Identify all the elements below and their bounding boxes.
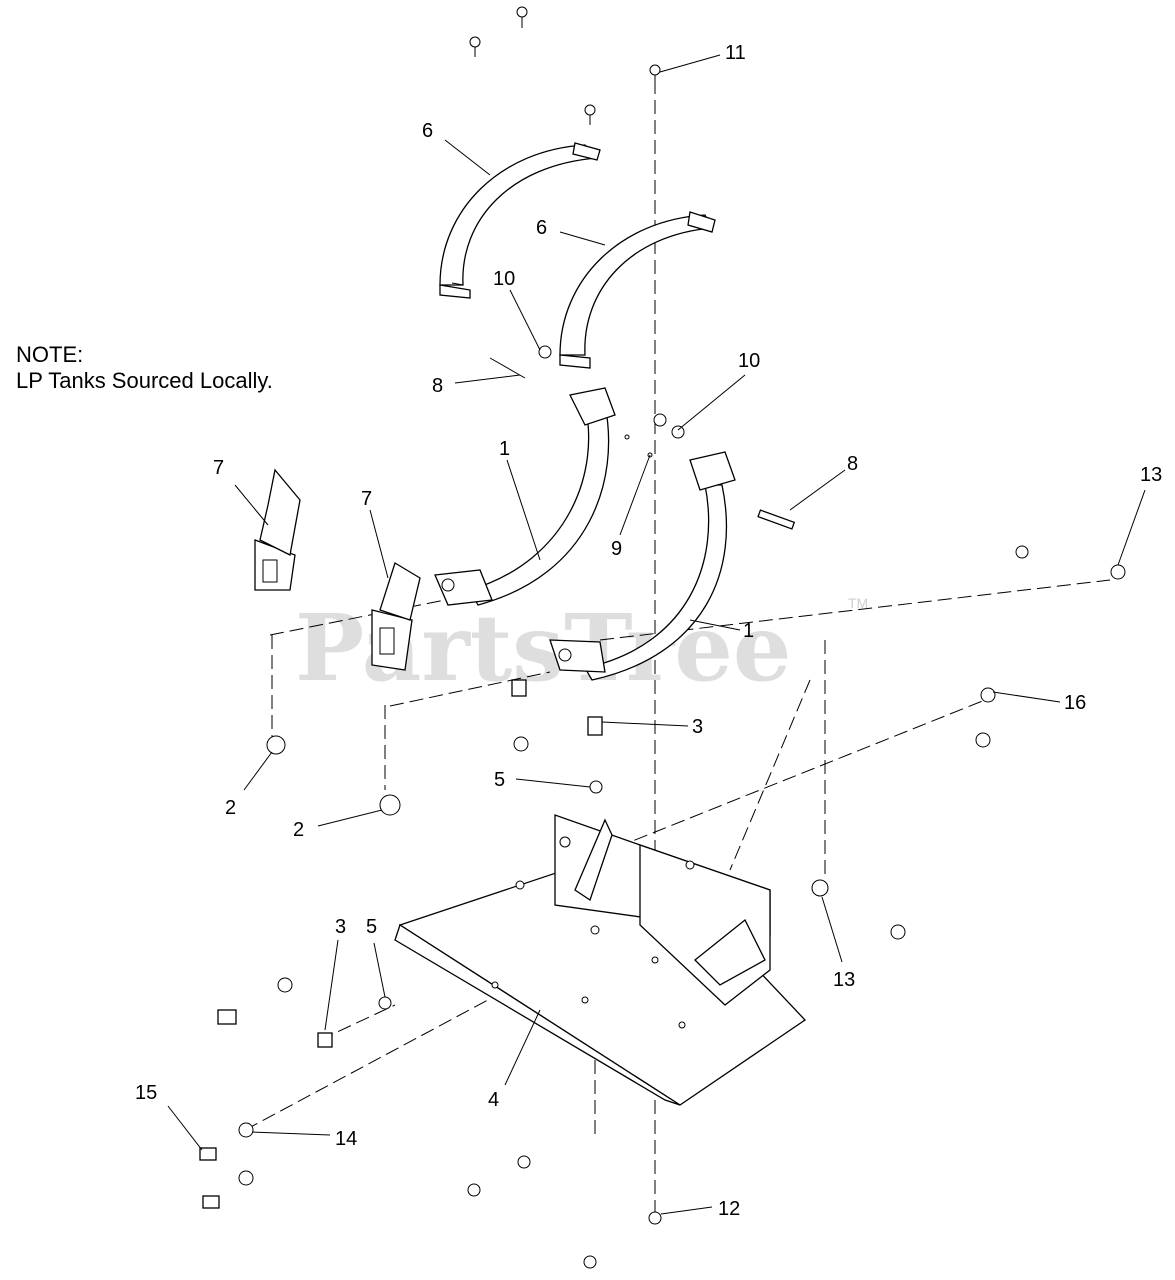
callout-5-first: 5 [494, 769, 505, 791]
strap-upper-right [559, 211, 716, 369]
watermark-text: PartsTree [295, 594, 791, 702]
callout-6-first: 6 [422, 120, 433, 142]
callout-2-second: 2 [293, 819, 304, 841]
base-plate [394, 814, 806, 1106]
tank-bracket-left [434, 387, 616, 606]
callout-8-first: 8 [432, 375, 443, 397]
callout-13-first: 13 [1140, 464, 1162, 486]
callout-7-second: 7 [361, 488, 372, 510]
callout-12: 12 [718, 1198, 740, 1220]
callout-7-first: 7 [213, 457, 224, 479]
hardware-parts [199, 6, 1126, 1269]
callout-5-second: 5 [366, 916, 377, 938]
callout-10-first: 10 [493, 268, 515, 290]
callout-2-first: 2 [225, 797, 236, 819]
tank-bracket-right [549, 451, 736, 681]
callout-1-second: 1 [743, 620, 754, 642]
callout-14: 14 [335, 1128, 357, 1150]
callout-9: 9 [611, 538, 622, 560]
callout-4: 4 [488, 1089, 499, 1111]
callout-15: 15 [135, 1082, 157, 1104]
callout-13-second: 13 [833, 969, 855, 991]
watermark-tm: TM [848, 595, 868, 611]
latch-right [371, 562, 421, 671]
note-block: NOTE: LP Tanks Sourced Locally. [16, 342, 273, 394]
callout-10-second: 10 [738, 350, 760, 372]
callout-16: 16 [1064, 692, 1086, 714]
note-text: LP Tanks Sourced Locally. [16, 368, 273, 393]
latch-left [254, 468, 301, 591]
callout-6-second: 6 [536, 217, 547, 239]
callout-3-second: 3 [335, 916, 346, 938]
callout-labels: 11 6 6 10 8 10 1 8 9 13 7 7 1 16 3 5 2 2… [135, 42, 1162, 1220]
callout-8-second: 8 [847, 453, 858, 475]
callout-3-first: 3 [692, 716, 703, 738]
callout-1-first: 1 [499, 438, 510, 460]
callout-11: 11 [725, 42, 746, 64]
leader-lines [167, 54, 1146, 1215]
note-heading: NOTE: [16, 342, 84, 367]
strap-upper-left [439, 142, 601, 299]
